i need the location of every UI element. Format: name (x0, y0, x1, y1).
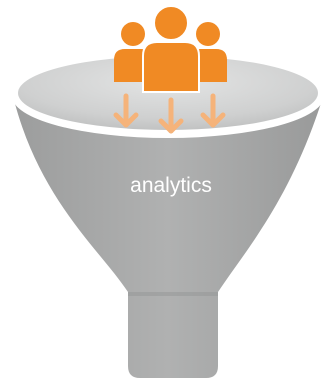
down-arrow-icon (113, 93, 226, 134)
funnel-body (14, 100, 322, 378)
people-group-icon (114, 5, 227, 93)
funnel-label: analytics (130, 174, 212, 197)
